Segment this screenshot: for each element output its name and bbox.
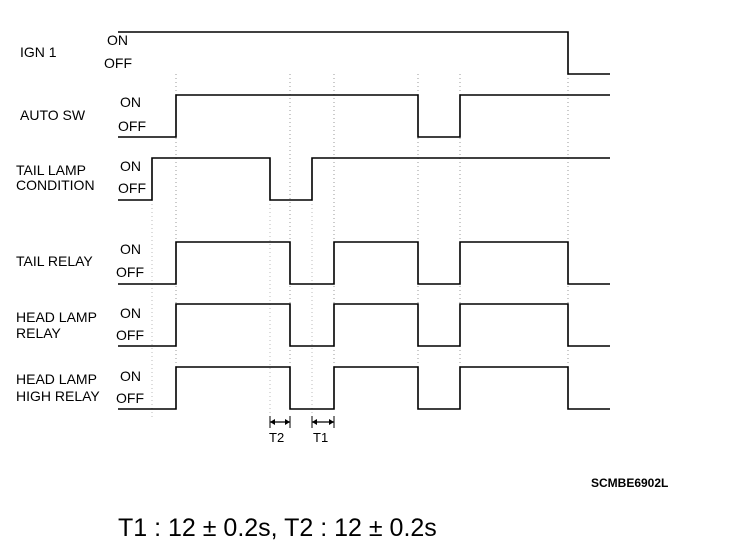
on-label: ON [120,241,141,257]
off-label: OFF [116,264,144,280]
off-label: OFF [118,118,146,134]
waveforms [118,31,610,410]
arrow-head-icon [312,419,317,425]
on-label: ON [120,158,141,174]
signal-name-head-lamp-relay: HEAD LAMP [16,309,97,325]
signal-name-auto-sw: AUTO SW [20,107,86,123]
off-label: OFF [116,390,144,406]
signal-name-tail-relay: TAIL RELAY [16,253,93,269]
timing-footnote: T1 : 12 ± 0.2s, T2 : 12 ± 0.2s [118,514,437,542]
waveform-tail-relay [118,241,610,285]
timing-markers: T2 T1 [269,416,335,445]
signal-name-tail-lamp-condition: TAIL LAMP [16,162,86,178]
on-label: ON [120,94,141,110]
waveform-head-lamp-high-relay [118,366,610,410]
figure-code: SCMBE6902L [591,476,668,490]
timing-label-t2: T2 [269,430,284,445]
arrow-head-icon [285,419,290,425]
signal-name-tail-lamp-condition: CONDITION [16,177,95,193]
off-label: OFF [118,180,146,196]
event-guides [151,74,569,420]
signal-name-head-lamp-high-relay: HEAD LAMP [16,371,97,387]
on-label: ON [120,305,141,321]
arrow-head-icon [270,419,275,425]
timing-label-t1: T1 [313,430,328,445]
off-label: OFF [116,327,144,343]
waveform-ign1 [118,31,610,75]
signal-name-head-lamp-relay: RELAY [16,325,62,341]
on-label: ON [107,32,128,48]
on-label: ON [120,368,141,384]
signal-name-ign1: IGN 1 [20,44,57,60]
waveform-auto-sw [118,94,610,138]
arrow-head-icon [329,419,334,425]
off-label: OFF [104,55,132,71]
waveform-head-lamp-relay [118,303,610,347]
waveform-tail-lamp-condition [118,157,610,201]
signal-labels: IGN 1 ON OFF AUTO SW ON OFF TAIL LAMPCONDITION… [16,32,146,406]
signal-name-head-lamp-high-relay: HIGH RELAY [16,388,100,404]
